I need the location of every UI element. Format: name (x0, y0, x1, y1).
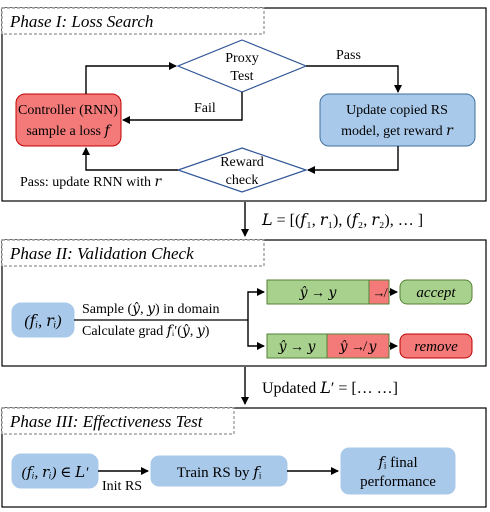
final-line2: performance (360, 474, 436, 490)
pass-label: Pass (336, 48, 361, 63)
phase1-title: Phase I: Loss Search (9, 12, 153, 31)
phase3-input-text: (𝑓ᵢ, 𝑟ᵢ) ∈ 𝐿′ (22, 465, 90, 481)
controller-line1: Controller (RNN) (18, 103, 118, 118)
accept-text: accept (416, 285, 456, 301)
pass-update-label: Pass: update RNN with 𝑟 (20, 175, 163, 190)
top-bar-green (266, 279, 370, 305)
phase3-frame (1, 407, 487, 508)
top-bar-red-text: ↛ (373, 285, 389, 300)
phase2-title: Phase II: Validation Check (9, 244, 194, 263)
accept-box (399, 279, 473, 305)
reward-diamond (176, 147, 308, 193)
arrow-proxy-to-update (306, 65, 402, 93)
reward-line1: Reward (220, 155, 264, 170)
bottom-bar-red-text: 𝑦̂ ↛ 𝑦 (339, 339, 378, 355)
update-line2: model, get reward 𝑟 (341, 124, 454, 139)
top-bar-green-text: 𝑦̂ → 𝑦 (299, 285, 338, 301)
final-box (340, 447, 456, 495)
bottom-bar-red (326, 333, 390, 359)
phase1-title-box (1, 7, 265, 35)
transition2-label: Updated 𝐿′ = [… …] (262, 380, 398, 397)
sample-label: Sample (𝑦̂, 𝑦) in domain (82, 301, 220, 317)
arrow-reward-to-controller (82, 147, 178, 171)
init-rs-label: Init RS (102, 479, 142, 494)
arrow-controller-to-proxy (85, 62, 177, 94)
final-line1: 𝑓ᵢ final (377, 455, 417, 471)
grad-label: Calculate grad 𝑓ᵢ′(𝑦̂, 𝑦) (82, 323, 210, 339)
remove-box (399, 333, 473, 359)
arrow-proxy-fail (122, 92, 243, 124)
proxy-diamond (176, 39, 308, 93)
reward-line2: check (226, 173, 259, 188)
phase2-input-text: (𝑓ᵢ, 𝑟ᵢ) (24, 313, 61, 330)
phase3-title-box (1, 407, 235, 435)
phase2-title-box (1, 239, 265, 267)
phase3-title: Phase III: Effectiveness Test (9, 412, 204, 431)
remove-text: remove (414, 339, 458, 355)
arrow-to-top-bar (247, 288, 265, 320)
proxy-line2: Test (230, 69, 253, 84)
fail-label: Fail (194, 101, 216, 116)
transition1-label: 𝐿 = [(𝑓₁, 𝑟₁), (𝑓₂, 𝑟₂), … ] (261, 212, 423, 229)
update-line1: Update copied RS (346, 103, 448, 118)
arrow-to-bottom-bar (247, 320, 265, 350)
bottom-bar-green-text: 𝑦̂ → 𝑦 (278, 339, 317, 355)
train-text: Train RS by 𝑓ᵢ (177, 465, 262, 481)
proxy-line1: Proxy (225, 51, 258, 66)
arrow-update-to-reward (307, 146, 399, 174)
controller-box (15, 93, 122, 147)
controller-line2: sample a loss 𝑓 (26, 124, 112, 139)
